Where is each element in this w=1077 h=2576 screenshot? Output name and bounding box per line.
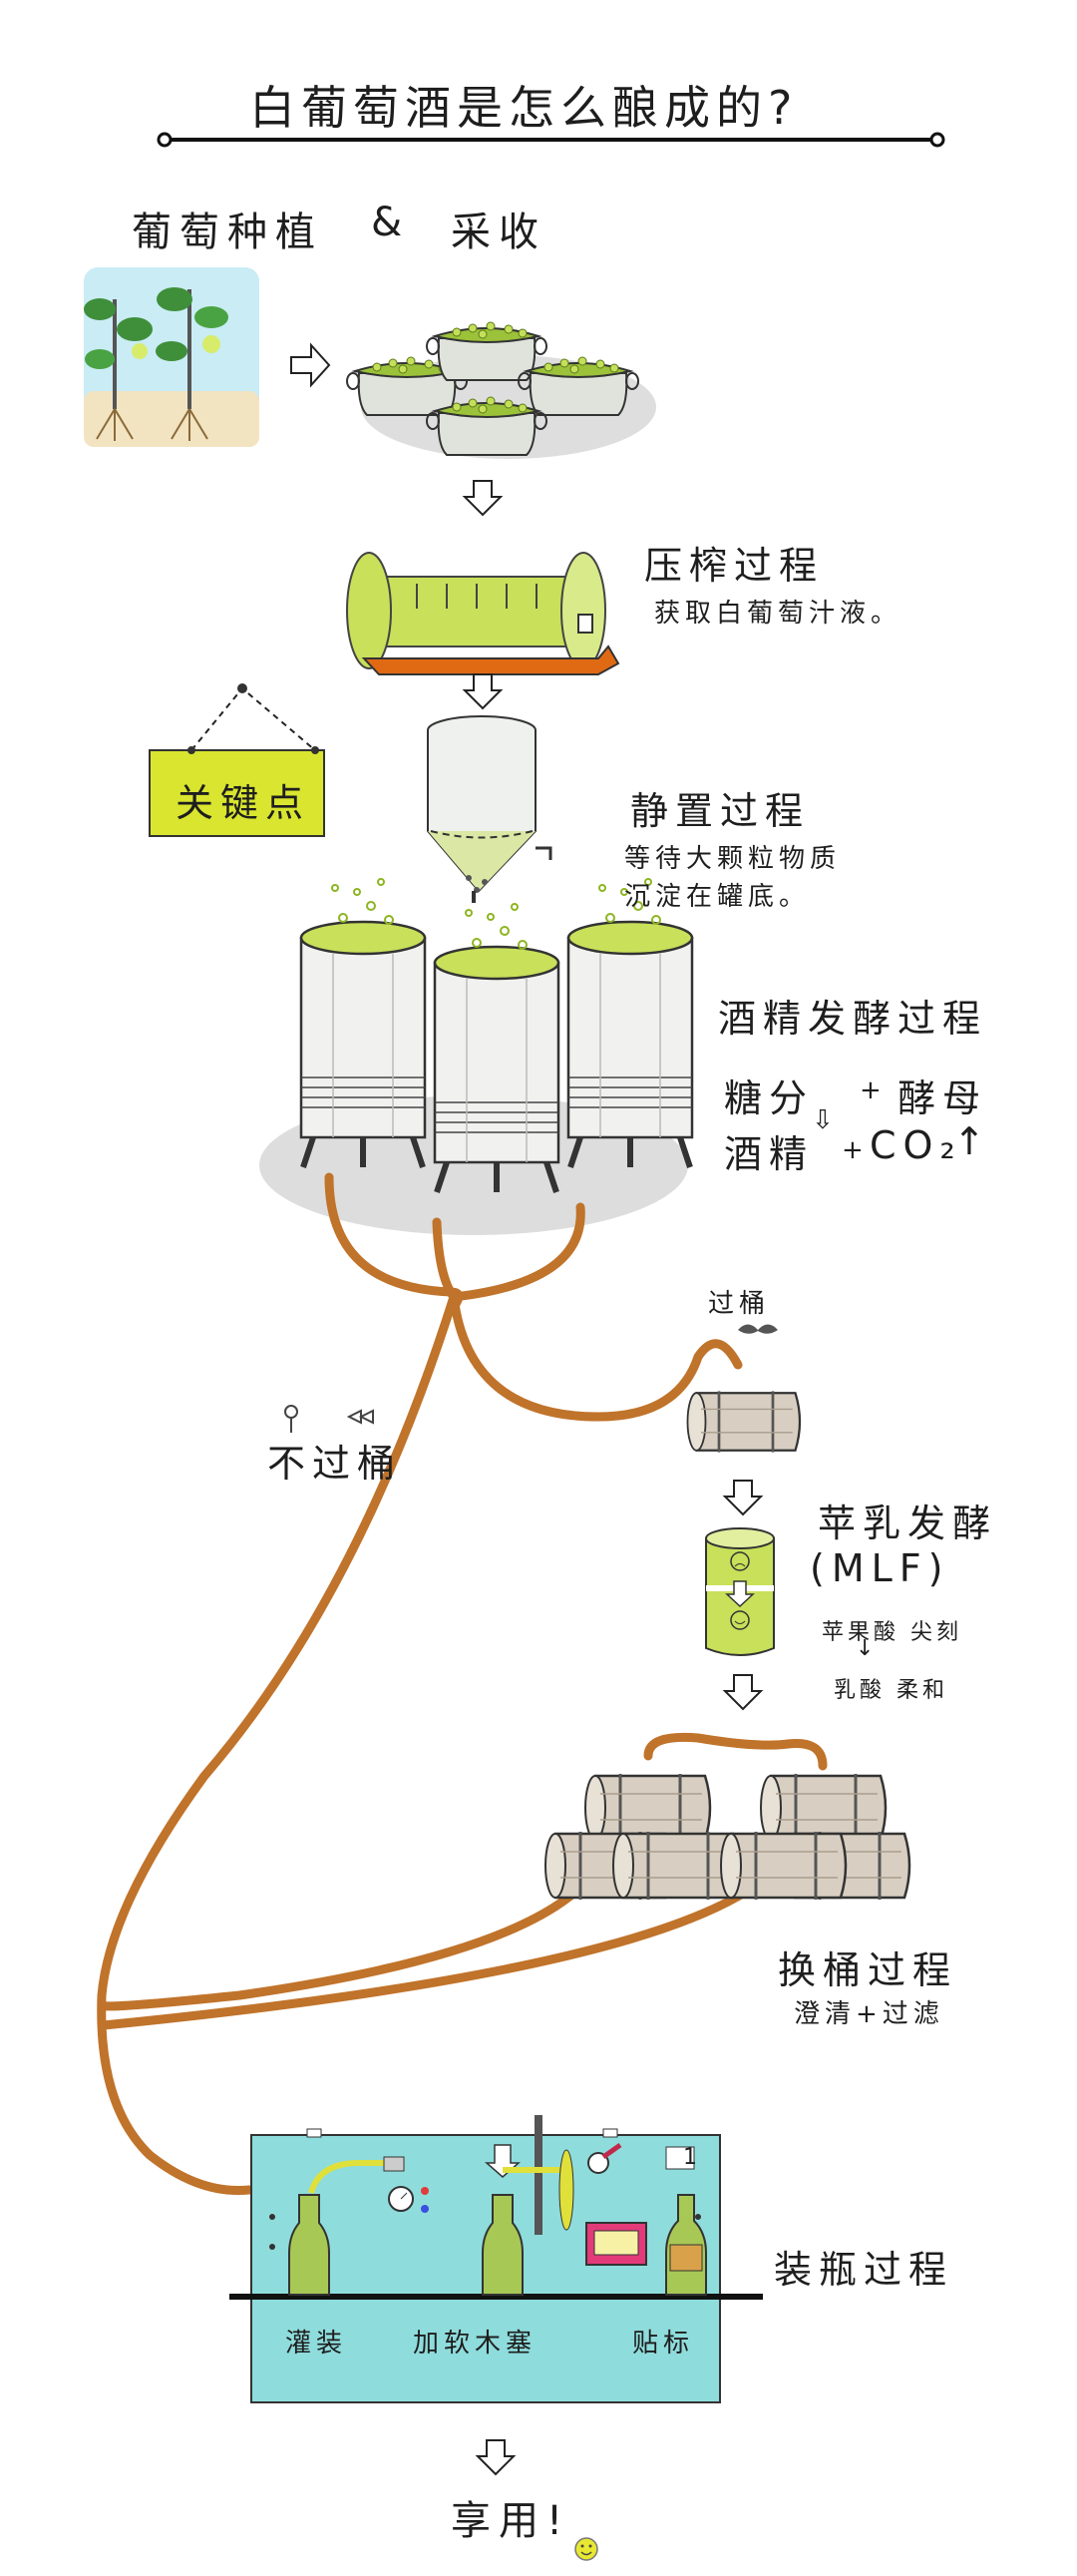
ferment-co2: CO₂: [870, 1123, 962, 1167]
press-title: 压榨过程: [644, 544, 825, 588]
mlf-title: 苹乳发酵: [818, 1502, 998, 1545]
racking-desc: 澄清+过滤: [794, 1999, 944, 2029]
mustache-icon: [738, 1324, 778, 1334]
ferment-sugar: 糖分: [724, 1076, 815, 1120]
barrel-label: 过桶: [708, 1289, 771, 1319]
no-barrel-label: 不过桶: [267, 1442, 403, 1486]
key-point-text: 关键点: [176, 781, 311, 825]
vine-panel: [84, 267, 259, 447]
press-machine: [346, 552, 620, 675]
ferment-plus-1: +: [860, 1075, 887, 1105]
down-arrow-icon: [464, 480, 502, 516]
bottling-counter: 1: [683, 2145, 701, 2170]
down-arrow-icon: [724, 1480, 762, 1515]
bottling-title: 装瓶过程: [774, 2248, 954, 2292]
ampersand: &: [371, 200, 411, 245]
title-underline: [157, 132, 945, 148]
settle-desc-line1: 等待大颗粒物质: [624, 844, 842, 874]
bottling-machine: [229, 2115, 763, 2403]
smiley-icon: [574, 2537, 598, 2561]
bottling-cork: 加软木塞: [413, 2329, 538, 2359]
ferment-alcohol: 酒精: [724, 1132, 815, 1176]
racking-title: 换桶过程: [778, 1948, 958, 1992]
bottling-fill: 灌装: [285, 2329, 348, 2359]
mlf-abbr: (MLF): [810, 1546, 950, 1590]
ferment-yeast: 酵母: [898, 1076, 988, 1120]
ferment-plus-2: +: [842, 1135, 869, 1165]
harvest-label: 采收: [451, 210, 546, 255]
bottling-label: 贴标: [632, 2329, 695, 2359]
settling-tank: [427, 715, 552, 903]
mlf-malic: 苹果酸 尖刻: [822, 1620, 962, 1645]
planting-label: 葡萄种植: [132, 210, 323, 255]
settle-desc-line2: 沉淀在罐底。: [624, 882, 811, 912]
transfer-tubes: [97, 1172, 828, 2196]
down-arrow-icon: [477, 2439, 515, 2475]
fermentation-tanks: [259, 879, 692, 1235]
flower-icon: [284, 1405, 374, 1433]
harvest-baskets: [346, 321, 656, 459]
stacked-barrels: [543, 1772, 911, 1902]
mlf-cylinder: [705, 1527, 775, 1656]
ferment-up-arrow: ↑: [953, 1119, 992, 1163]
barrel: [686, 1390, 802, 1454]
right-arrow-icon: [290, 342, 331, 388]
mlf-arrow: ↓: [856, 1636, 879, 1661]
down-arrow-icon: [724, 1674, 762, 1710]
ferment-title: 酒精发酵过程: [718, 997, 988, 1041]
mlf-lactic: 乳酸 柔和: [834, 1678, 948, 1703]
press-desc: 获取白葡萄汁液。: [654, 599, 902, 629]
settle-title: 静置过程: [630, 789, 811, 833]
down-arrow-icon: [464, 673, 502, 709]
ferment-down-arrow: ⇩: [812, 1105, 839, 1135]
enjoy-label: 享用!: [451, 2498, 571, 2544]
page-title: 白葡萄酒是怎么酿成的?: [249, 81, 799, 135]
key-point-sign: [149, 683, 325, 837]
